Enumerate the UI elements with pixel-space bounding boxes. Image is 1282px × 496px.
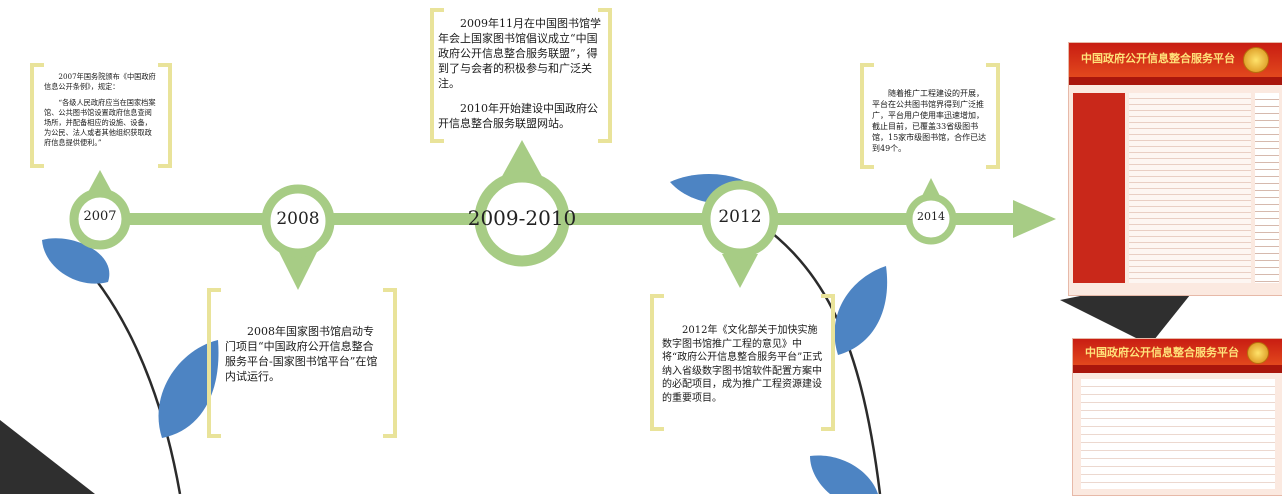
leaf-left-2	[158, 340, 219, 438]
leaf-left-1	[42, 238, 110, 284]
node-label-2009-2010: 2009-2010	[467, 206, 577, 230]
bracket-right	[598, 8, 612, 143]
event-card-2014: 随着推广工程建设的开展，平台在公共图书馆界得到广泛推广，平台用户使用率迅速增加，…	[860, 63, 1000, 169]
bracket-right	[821, 294, 835, 431]
screenshot-header: 中国政府公开信息整合服务平台	[1069, 43, 1282, 77]
event-text: 2007年国务院颁布《中国政府信息公开条例》，规定：	[44, 72, 156, 91]
event-card-2007: 2007年国务院颁布《中国政府信息公开条例》，规定： “各级人民政府应当在国家档…	[30, 63, 172, 168]
event-text: “各级人民政府应当在国家档案馆、公共图书馆设置政府信息查阅场所，并配备相应的设施…	[44, 98, 156, 147]
leaf-right-3	[810, 455, 878, 494]
screenshot-header: 中国政府公开信息整合服务平台	[1073, 339, 1282, 365]
event-text: 2008年国家图书馆启动专门项目“中国政府公开信息整合服务平台-国家图书馆平台”…	[225, 325, 378, 383]
screenshot-nav-bar	[1069, 77, 1282, 85]
national-emblem-icon	[1247, 342, 1269, 364]
node-2007-pointer	[87, 170, 113, 194]
bracket-right	[986, 63, 1000, 169]
node-2012-ring	[701, 180, 779, 258]
screenshot-right-column	[1255, 93, 1279, 283]
vine-stem-left	[69, 249, 182, 494]
timeline-arrow	[1013, 200, 1056, 238]
node-2007-ring	[69, 188, 131, 250]
bracket-left	[860, 63, 874, 169]
screenshot-title: 中国政府公开信息整合服务平台	[1081, 52, 1235, 65]
node-2009-ring	[474, 171, 570, 267]
node-label-2014: 2014	[917, 210, 945, 223]
node-2012-pointer	[722, 254, 758, 288]
event-text: 2010年开始建设中国政府公开信息整合服务联盟网站。	[438, 102, 598, 130]
leaf-right-2	[834, 266, 888, 355]
bracket-left	[30, 63, 44, 168]
screenshot-title: 中国政府公开信息整合服务平台	[1085, 346, 1239, 359]
event-card-2012: 2012年《文化部关于加快实施数字图书馆推广工程的意见》中将“政府公开信息整合服…	[650, 294, 835, 431]
bracket-left	[207, 288, 221, 438]
bracket-left	[650, 294, 664, 431]
event-text: 2012年《文化部关于加快实施数字图书馆推广工程的意见》中将“政府公开信息整合服…	[662, 325, 823, 404]
node-2009-pointer	[500, 140, 544, 180]
screenshot-nav-bar	[1073, 365, 1282, 373]
event-card-2008: 2008年国家图书馆启动专门项目“中国政府公开信息整合服务平台-国家图书馆平台”…	[207, 288, 397, 438]
node-label-2008: 2008	[276, 209, 320, 229]
node-label-2012: 2012	[718, 207, 762, 227]
website-screenshot-top: 中国政府公开信息整合服务平台	[1068, 42, 1282, 296]
bracket-right	[383, 288, 397, 438]
national-emblem-icon	[1243, 47, 1269, 73]
corner-shape-left	[0, 420, 95, 494]
node-2008-pointer	[278, 250, 318, 290]
event-text: 2009年11月在中国图书馆学年会上国家图书馆倡议成立“中国政府公开信息整合服务…	[438, 17, 601, 90]
event-text: 随着推广工程建设的开展，平台在公共图书馆界得到广泛推广，平台用户使用率迅速增加，…	[872, 89, 987, 153]
screenshot-content-area	[1081, 379, 1275, 489]
node-label-2007: 2007	[83, 209, 117, 224]
node-2008-ring	[261, 184, 335, 258]
screenshot-content-area	[1129, 93, 1251, 283]
bracket-right	[158, 63, 172, 168]
bracket-left	[430, 8, 444, 143]
website-screenshot-bottom: 中国政府公开信息整合服务平台	[1072, 338, 1282, 496]
node-2014-ring	[905, 193, 957, 245]
screenshot-left-column	[1073, 93, 1125, 283]
event-card-2009-2010: 2009年11月在中国图书馆学年会上国家图书馆倡议成立“中国政府公开信息整合服务…	[430, 8, 612, 143]
